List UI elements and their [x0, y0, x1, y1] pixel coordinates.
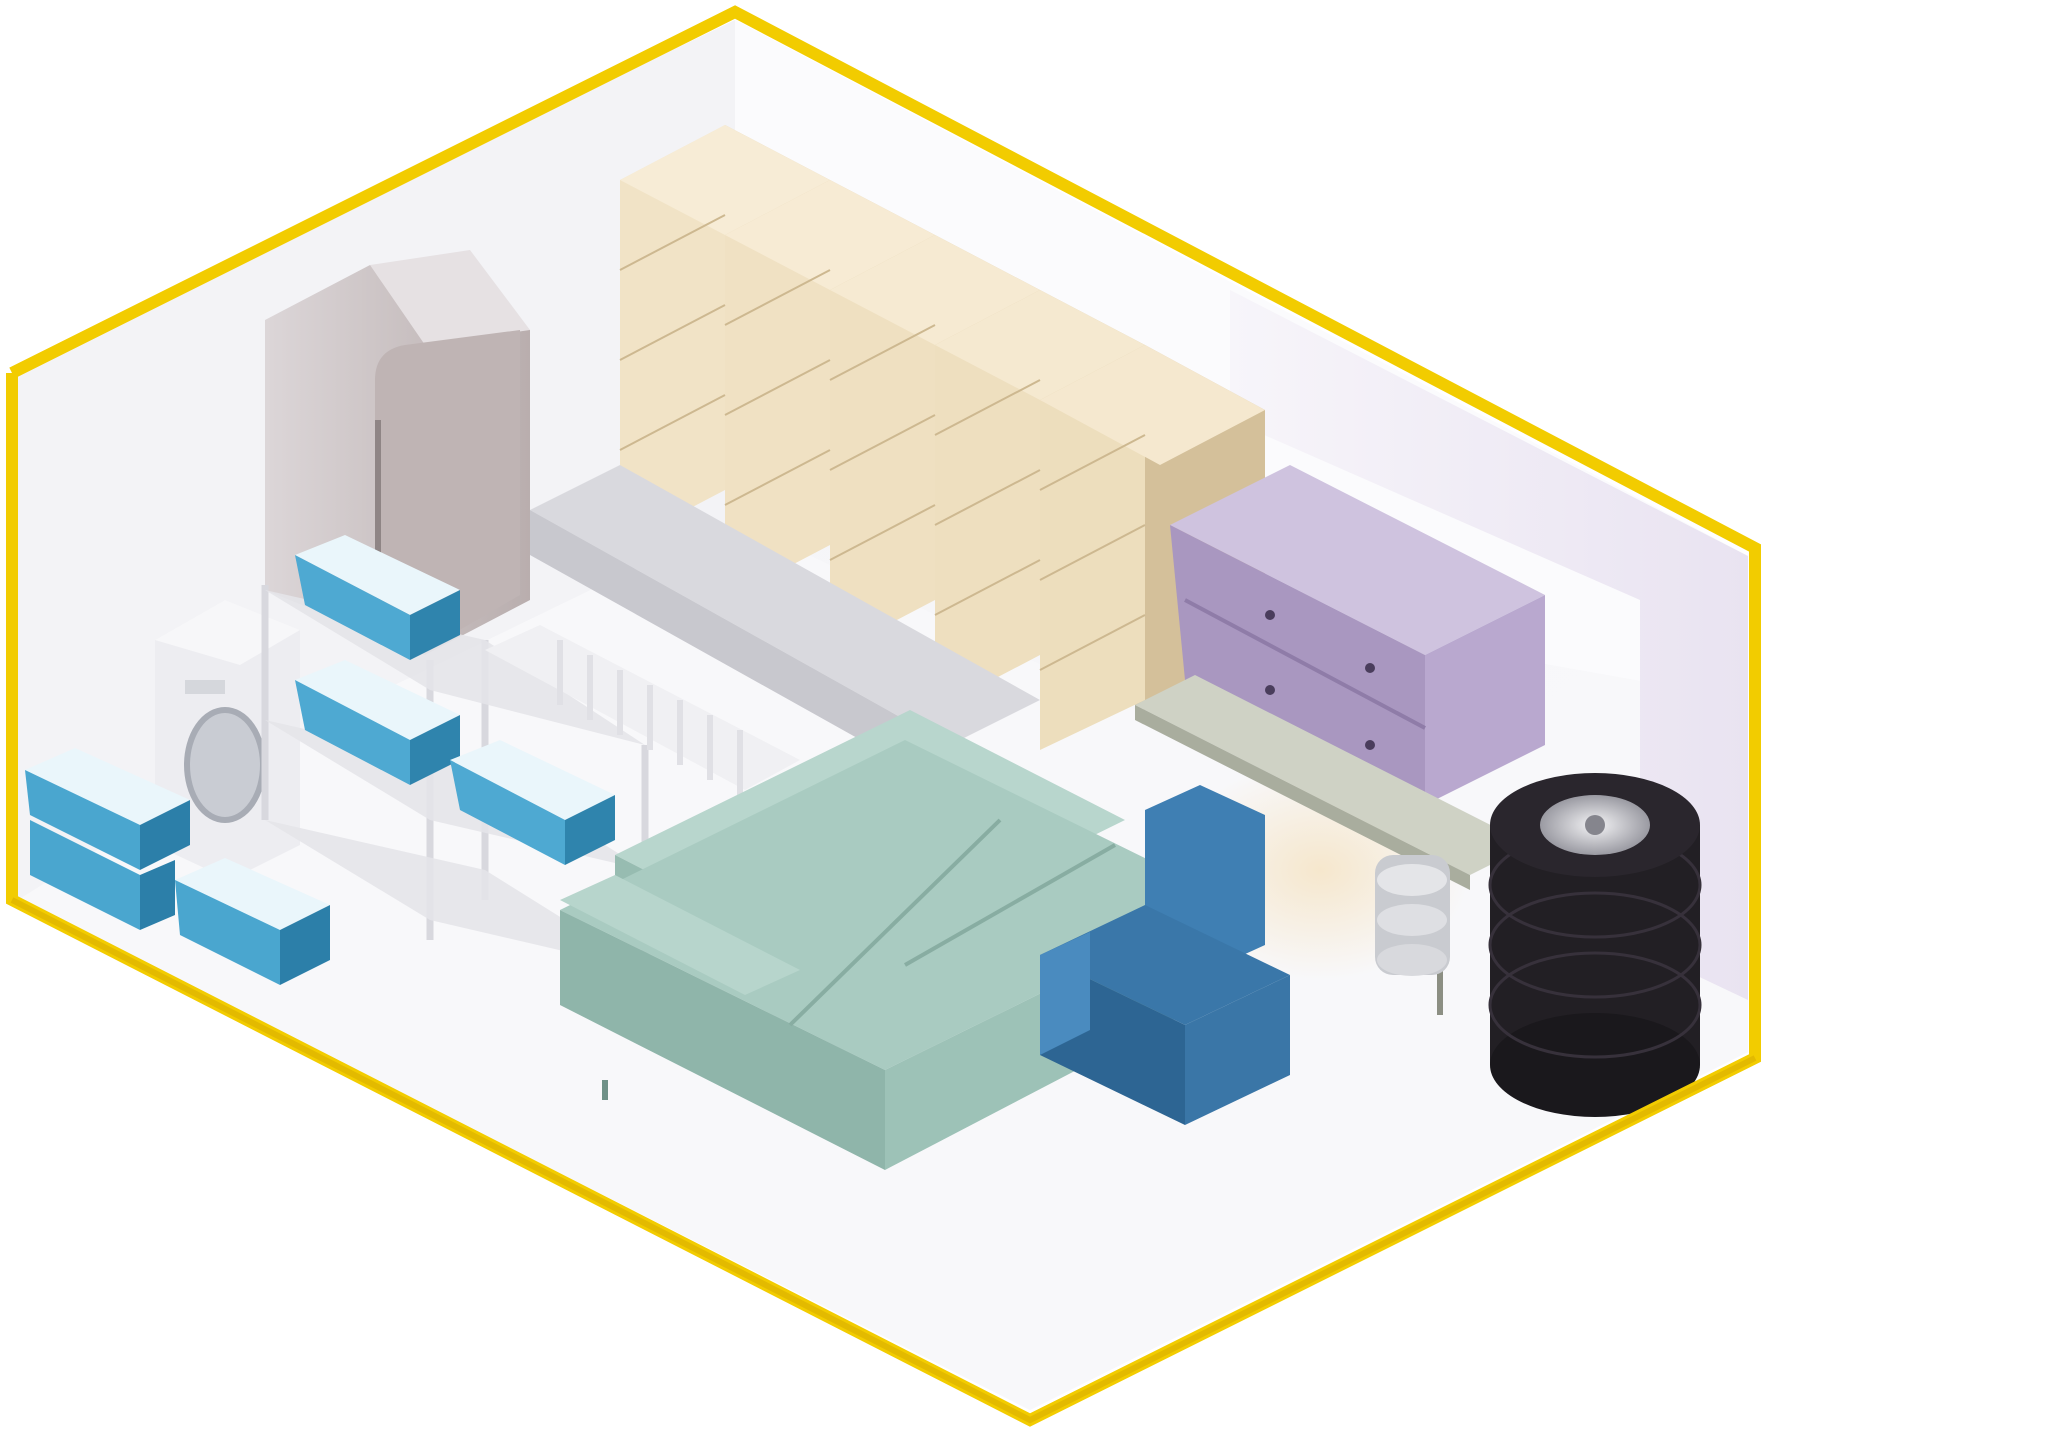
box-seams	[619, 214, 1146, 671]
mattress	[530, 465, 1040, 790]
storage-bin	[295, 535, 460, 660]
armchair	[1040, 785, 1290, 1125]
storage-bin	[450, 740, 615, 865]
cardboard-boxes	[619, 125, 1265, 750]
tire-stack	[1488, 773, 1702, 1117]
dresser	[1170, 465, 1545, 830]
storage-bins	[25, 535, 615, 985]
unit-frame	[6, 5, 1761, 1427]
drawer-unit	[1375, 855, 1450, 976]
storage-bin	[25, 748, 190, 870]
storage-bin	[295, 660, 460, 785]
storage-bin	[175, 858, 330, 985]
storage-bin	[30, 820, 175, 930]
crib	[485, 625, 800, 795]
